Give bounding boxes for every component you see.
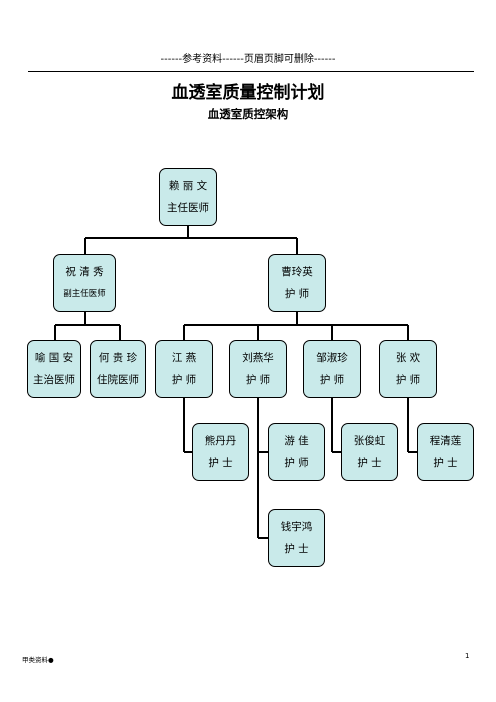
node-zou-shuzhen: 邹淑珍 护 师 — [303, 340, 361, 398]
node-name: 何 贵 珍 — [98, 352, 138, 364]
node-cheng-qinglian: 程清莲 护 士 — [417, 423, 474, 481]
node-role: 护 士 — [357, 457, 382, 469]
node-liu-yanhua: 刘燕华 护 师 — [229, 340, 287, 398]
node-zhang-junhong: 张俊虹 护 士 — [341, 423, 398, 481]
node-you-jia: 游 佳 护 师 — [268, 423, 325, 481]
document-subtitle: 血透室质控架构 — [207, 107, 289, 121]
node-role: 护 师 — [245, 374, 271, 386]
node-role: 主任医师 — [167, 202, 209, 214]
page-header: ------参考资料------页眉页脚可删除------ — [160, 54, 336, 65]
header-divider — [28, 71, 474, 72]
node-role: 护 师 — [395, 374, 421, 386]
node-role: 护 师 — [284, 457, 309, 469]
node-name: 江 燕 — [171, 352, 197, 364]
node-qian-yuhong: 钱宇鸿 护 士 — [268, 509, 325, 567]
document-title: 血透室质量控制计划 — [171, 83, 325, 103]
node-xiong-dandan: 熊丹丹 护 士 — [192, 423, 249, 481]
node-he-guizhen: 何 贵 珍 住院医师 — [90, 340, 146, 398]
footer-label: 甲类资料● — [22, 656, 54, 664]
node-name: 钱宇鸿 — [280, 521, 313, 533]
node-name: 喻 国 安 — [34, 352, 74, 364]
node-name: 游 佳 — [284, 435, 309, 447]
node-name: 刘燕华 — [242, 352, 274, 364]
node-role: 护 士 — [208, 457, 233, 469]
node-cao-lingying: 曹玲英 护 师 — [268, 254, 326, 312]
node-role: 护 师 — [284, 288, 310, 300]
node-zhu-qingxiu: 祝 清 秀 副主任医师 — [53, 254, 116, 312]
node-zhang-huan: 张 欢 护 师 — [379, 340, 437, 398]
node-name: 曹玲英 — [281, 266, 313, 278]
node-name: 张 欢 — [395, 352, 421, 364]
node-role: 住院医师 — [97, 374, 139, 386]
node-jiang-yan: 江 燕 护 师 — [155, 340, 213, 398]
node-name: 赖 丽 文 — [168, 180, 208, 192]
node-yu-guoan: 喻 国 安 主治医师 — [27, 340, 81, 398]
node-name: 张俊虹 — [353, 435, 386, 447]
node-name: 祝 清 秀 — [65, 266, 104, 278]
node-name: 熊丹丹 — [204, 435, 237, 447]
node-role: 护 师 — [171, 374, 197, 386]
node-name: 邹淑珍 — [316, 352, 348, 364]
node-lai-liwen: 赖 丽 文 主任医师 — [159, 168, 217, 226]
node-role: 副主任医师 — [63, 289, 106, 299]
node-role: 主治医师 — [33, 374, 75, 386]
node-role: 护 师 — [319, 374, 345, 386]
node-name: 程清莲 — [429, 435, 462, 447]
node-role: 护 士 — [284, 543, 309, 555]
page-number: 1 — [465, 652, 470, 660]
node-role: 护 士 — [433, 457, 458, 469]
